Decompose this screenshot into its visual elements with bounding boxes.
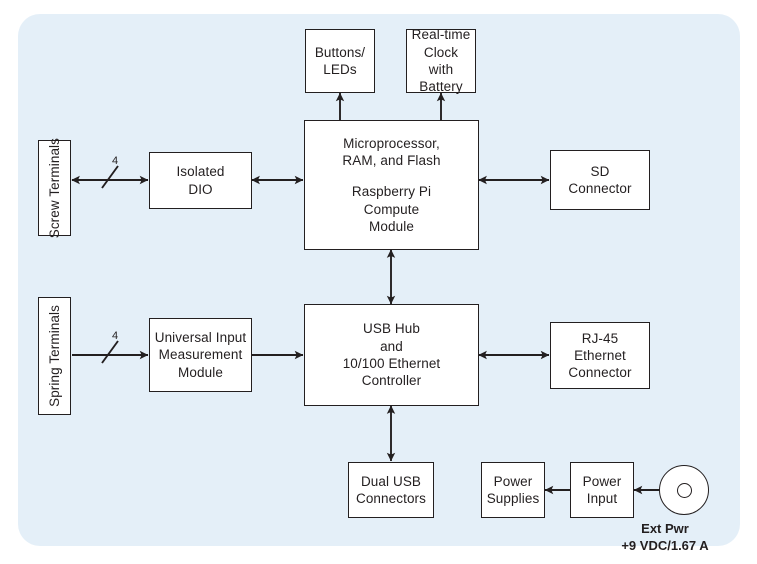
node-sd-connector[interactable]: SD Connector <box>550 150 650 210</box>
node-universal-input-measurement-module[interactable]: Universal Input Measurement Module <box>149 318 252 392</box>
node-spring-terminals-label: Spring Terminals <box>46 305 62 407</box>
node-spring-terminals[interactable]: Spring Terminals <box>38 297 71 415</box>
node-usb-hub-ethernet-controller-label: USB Hub and 10/100 Ethernet Controller <box>342 321 441 389</box>
node-rj45-ethernet-connector[interactable]: RJ-45 Ethernet Connector <box>550 322 650 389</box>
node-power-supplies[interactable]: Power Supplies <box>481 462 545 518</box>
node-rj45-ethernet-connector-label: RJ-45 Ethernet Connector <box>568 330 632 381</box>
node-isolated-dio-label: Isolated DIO <box>176 164 225 197</box>
node-usb-hub-ethernet-controller[interactable]: USB Hub and 10/100 Ethernet Controller <box>304 304 479 406</box>
node-screw-terminals-label: Screw Terminals <box>46 137 62 239</box>
node-screw-terminals[interactable]: Screw Terminals <box>38 137 71 239</box>
bus-slash-screw <box>101 165 119 189</box>
node-power-input-label: Power Input <box>582 473 622 506</box>
node-dual-usb-connectors[interactable]: Dual USB Connectors <box>348 462 434 518</box>
node-microprocessor-sublabel: Raspberry Pi Compute Module <box>351 184 432 234</box>
node-buttons-leds-label: Buttons/ LEDs <box>314 44 366 77</box>
bus-label-spring: 4 <box>112 330 119 342</box>
node-isolated-dio[interactable]: Isolated DIO <box>149 152 252 209</box>
bus-slash-spring <box>101 340 119 364</box>
node-power-supplies-label: Power Supplies <box>486 473 540 506</box>
node-buttons-leds[interactable]: Buttons/ LEDs <box>305 29 375 93</box>
node-power-input[interactable]: Power Input <box>570 462 634 518</box>
node-microprocessor[interactable]: Microprocessor, RAM, and Flash Raspberry… <box>304 120 479 250</box>
node-sd-connector-label: SD Connector <box>568 163 632 196</box>
bus-label-screw: 4 <box>112 155 119 167</box>
power-jack-hole-icon <box>676 482 692 498</box>
node-universal-input-measurement-module-label: Universal Input Measurement Module <box>154 330 247 380</box>
power-jack-icon <box>659 465 709 515</box>
node-microprocessor-label: Microprocessor, RAM, and Flash <box>342 135 441 169</box>
node-dual-usb-connectors-label: Dual USB Connectors <box>355 473 427 506</box>
diagram-panel-background <box>18 14 740 546</box>
node-real-time-clock[interactable]: Real-time Clock with Battery <box>406 27 476 95</box>
ext-power-caption: Ext Pwr +9 VDC/1.67 A <box>621 521 709 553</box>
node-real-time-clock-label: Real-time Clock with Battery <box>411 27 471 95</box>
